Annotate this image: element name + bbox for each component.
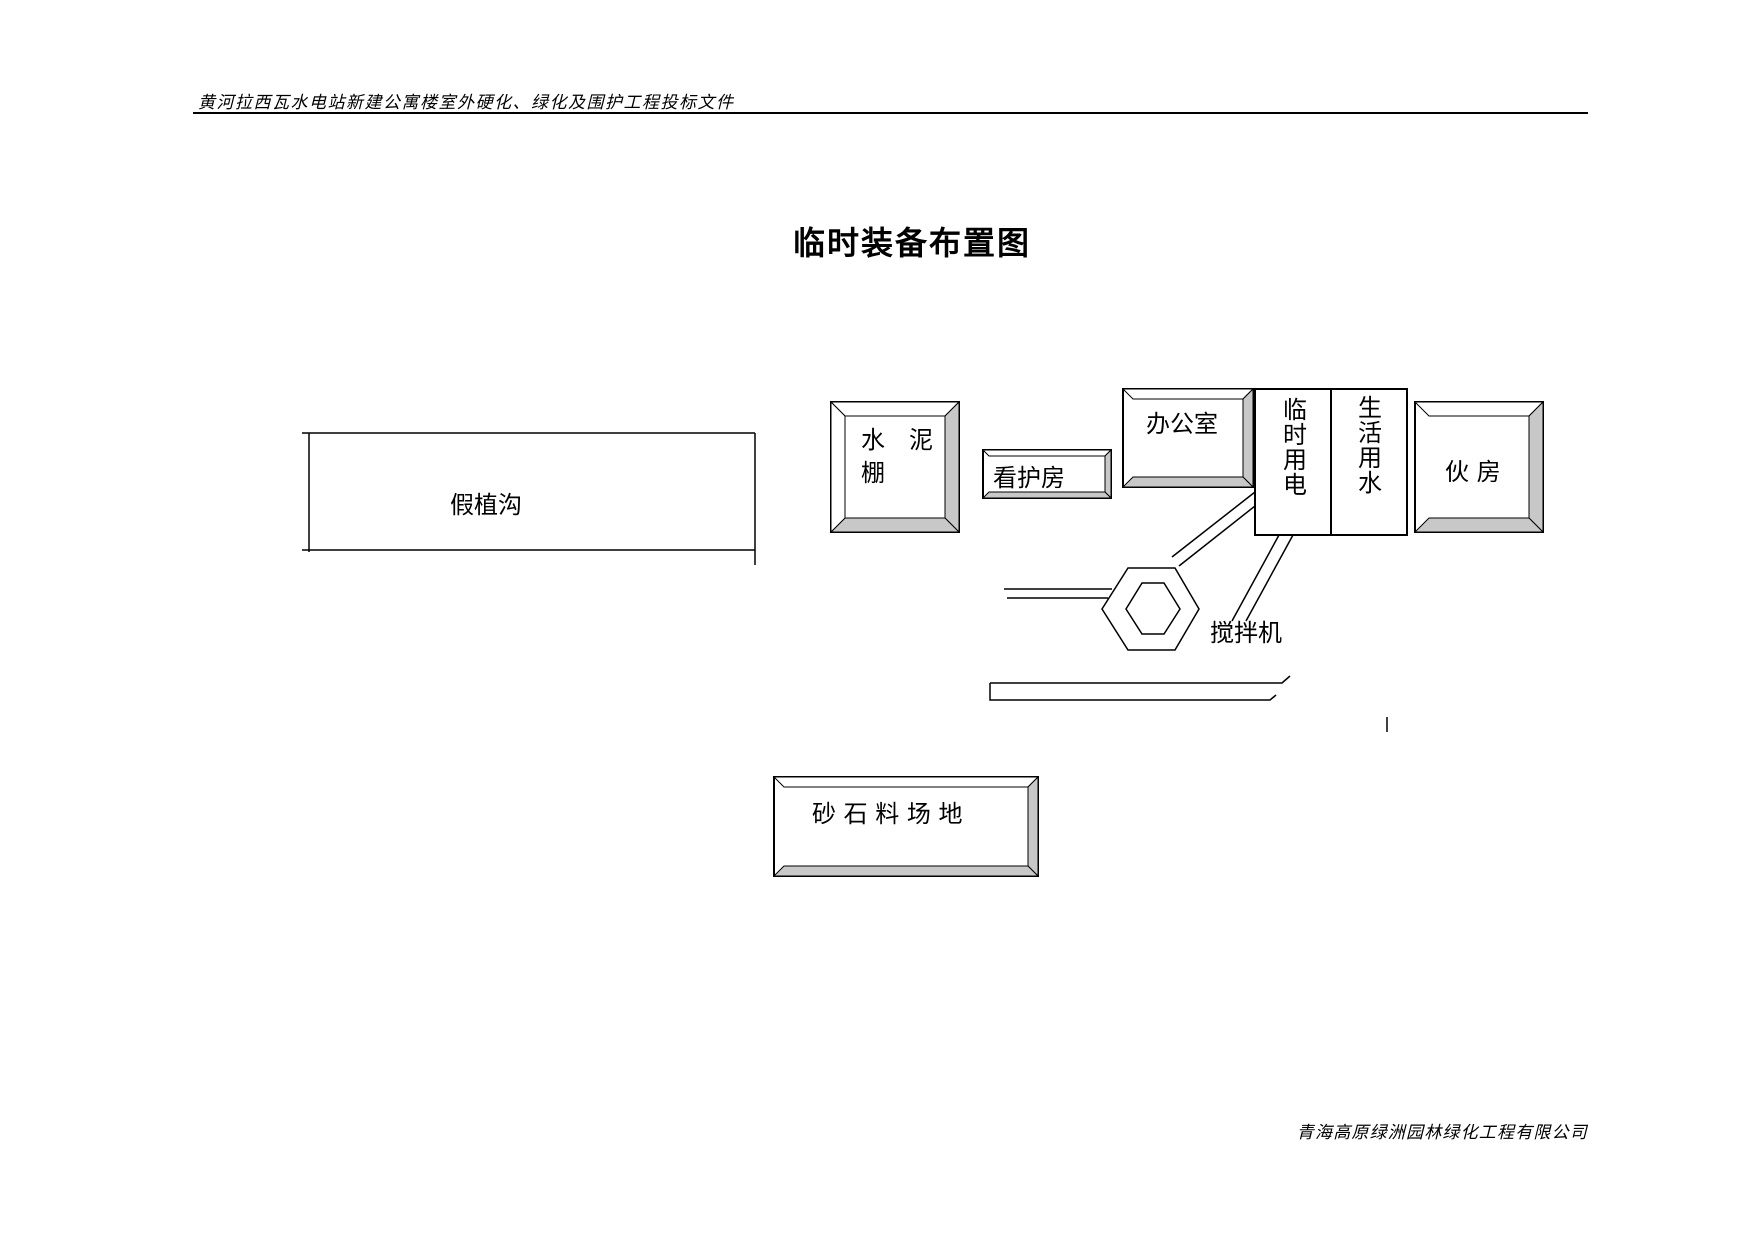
gravel-yard-box [772,775,1040,878]
cement-shed-label-1: 水 泥 [861,426,933,454]
office-label: 办公室 [1146,410,1218,438]
domestic-water-box [1330,388,1408,536]
trench-label: 假植沟 [450,491,522,519]
guard-room-box [981,448,1113,500]
header-rule [193,112,1588,114]
pipe-lines [1004,491,1294,622]
domestic-water-char-1: 生 [1358,394,1382,422]
kitchen-box [1413,400,1545,534]
mixer-label: 搅拌机 [1210,619,1282,647]
mixer-icon [1101,567,1200,651]
office-box [1121,387,1255,489]
document-footer: 青海高原绿洲园林绿化工程有限公司 [1296,1123,1588,1143]
cement-shed-box [829,400,961,534]
cement-shed-label-2: 棚 [861,459,885,487]
access-road [989,675,1388,732]
temp-power-char-2: 时 [1283,421,1307,449]
domestic-water-char-4: 水 [1358,469,1382,497]
document-header: 黄河拉西瓦水电站新建公寓楼室外硬化、绿化及围护工程投标文件 [198,93,735,113]
domestic-water-char-2: 活 [1358,419,1382,447]
temp-power-char-3: 用 [1283,446,1307,474]
domestic-water-char-3: 用 [1358,444,1382,472]
temp-power-char-1: 临 [1283,396,1307,424]
kitchen-label: 伙 房 [1445,458,1501,486]
trench [302,432,756,565]
guard-room-label: 看护房 [993,464,1065,492]
temp-power-char-4: 电 [1283,471,1307,499]
gravel-yard-label: 砂 石 料 场 地 [812,800,963,828]
page-title: 临时装备布置图 [792,224,1031,262]
